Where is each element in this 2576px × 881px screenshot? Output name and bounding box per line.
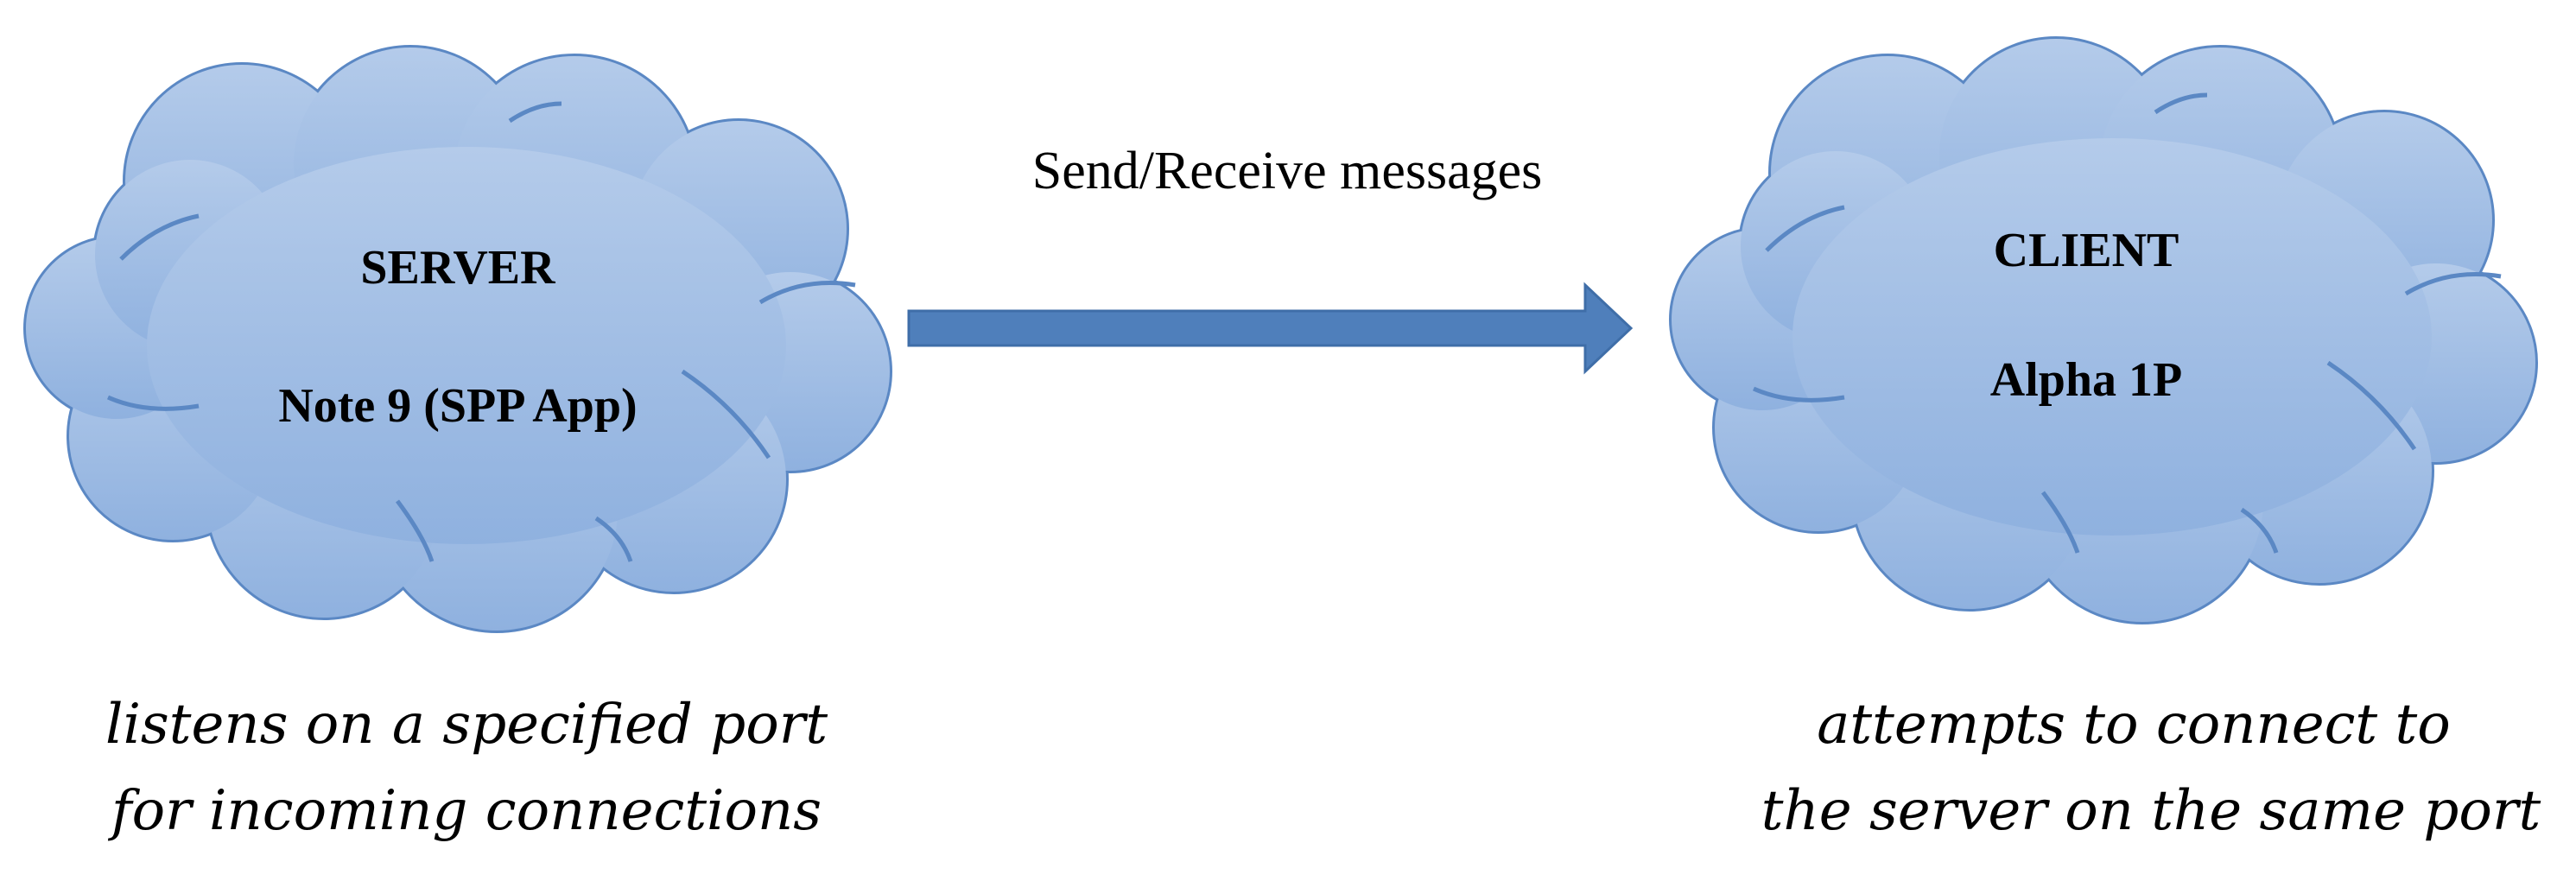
server-cloud: SERVER Note 9 (SPP App): [26, 48, 890, 631]
right-arrow: [907, 282, 1634, 375]
server-subtitle: Note 9 (SPP App): [278, 379, 637, 433]
client-caption-line2: the server on the same port: [1761, 779, 2541, 843]
server-caption-line1: listens on a specified port: [105, 693, 828, 757]
client-cloud-arcs: [1752, 92, 2502, 554]
server-cloud-fill: [26, 48, 890, 631]
client-caption-line1: attempts to connect to: [1817, 693, 2450, 757]
client-subtitle: Alpha 1P: [1990, 353, 2183, 407]
connection-arrow: [907, 282, 1634, 375]
client-cloud: CLIENT Alpha 1P: [1672, 39, 2535, 622]
server-title: SERVER: [360, 241, 555, 295]
server-caption-line2: for incoming connections: [108, 779, 822, 843]
client-cloud-fill: [1672, 39, 2535, 622]
connection-label: Send/Receive messages: [1032, 142, 1543, 200]
server-cloud-arcs: [106, 101, 856, 562]
client-title: CLIENT: [1994, 224, 2179, 277]
